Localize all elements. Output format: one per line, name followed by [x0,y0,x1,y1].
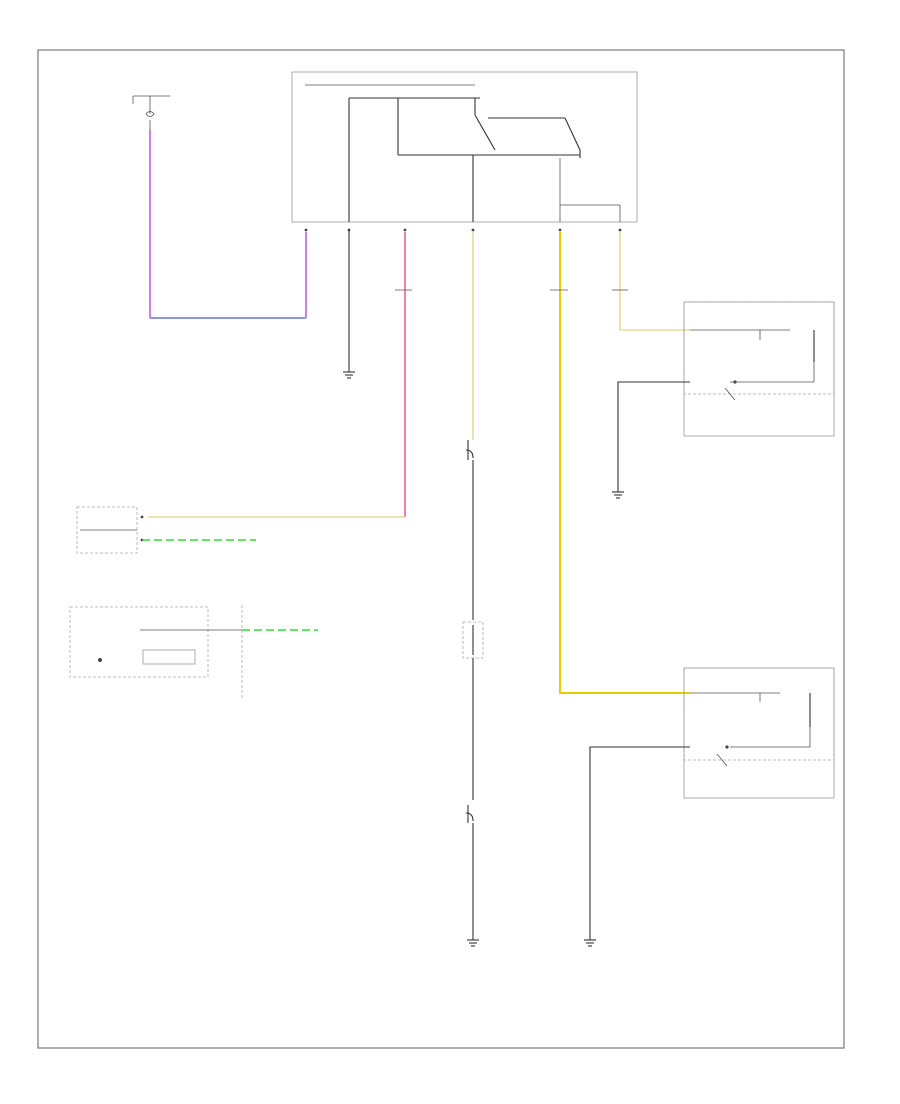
ground-symbol-right-floor [467,939,479,947]
driver-outside-mirror-box [683,301,835,395]
rear-defog-switch-rect [142,649,196,665]
wire-black-driver-ground [617,381,690,492]
relay-internal-circuit [305,84,621,222]
main-module-box [291,71,638,223]
wire-black-passenger-ground [589,746,690,940]
instrument-panel-module-box [69,606,209,678]
passenger-mirror-heater-box [683,667,835,799]
rear-defog-switch-indicator [98,658,102,662]
page-frame [37,49,845,1049]
driver-mirror-heater-box [683,301,835,437]
ground-symbol-left-panel [612,491,624,499]
hvac-pin-1 [140,515,144,519]
battery-fuse-block [132,95,170,130]
wire-yellow-passenger-mirror [559,232,690,694]
ground-symbol-right-panel [584,939,596,947]
left-rear-connector-symbol [465,440,474,620]
driver-mirror-heater-circuit [690,329,815,401]
ground-symbol-left-floor [343,371,355,379]
passenger-mirror-heater-circuit [690,692,811,767]
right-rear-connector-symbol [465,805,474,940]
passenger-outside-mirror-box [683,667,835,761]
wire-pale-yellow-driver-mirror [619,232,690,331]
module-connector-pins [304,228,622,232]
